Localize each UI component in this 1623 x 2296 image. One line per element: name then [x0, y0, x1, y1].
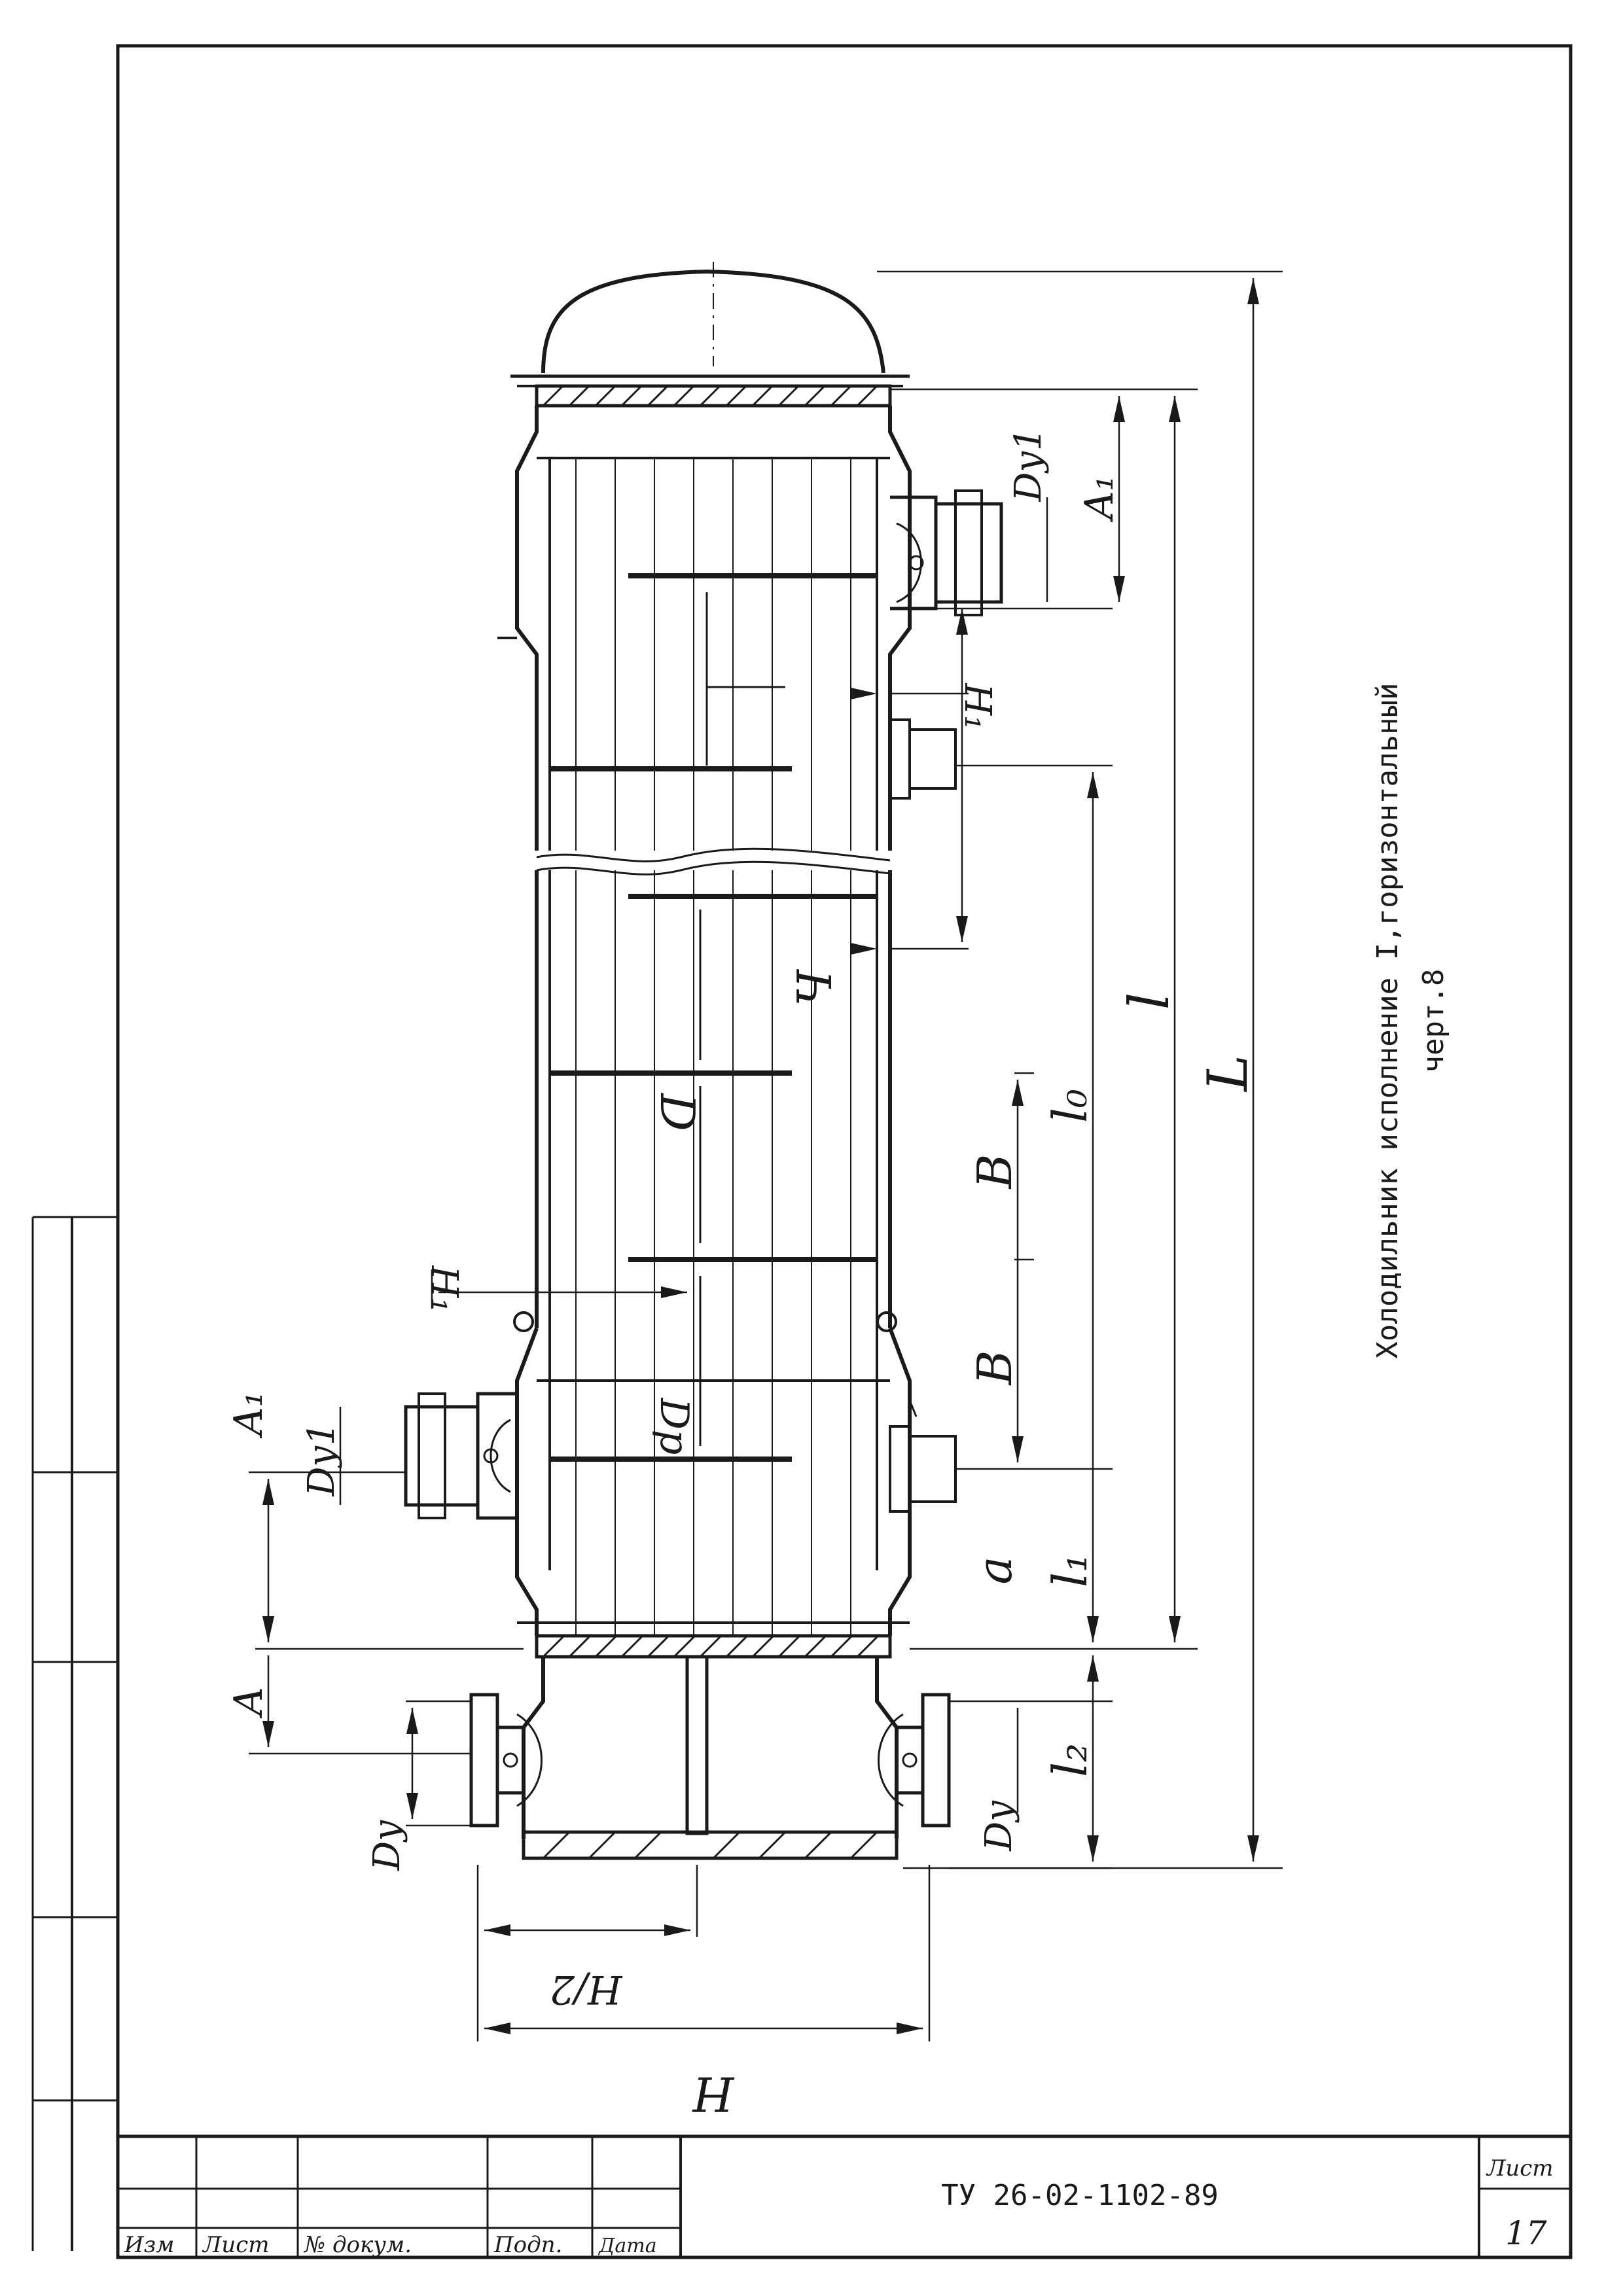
drawing-caption: Холодильник исполнение I,горизонтальный … — [1371, 682, 1450, 1358]
label-D: D — [650, 1092, 705, 1131]
label-L: L — [1196, 1055, 1260, 1093]
dome-cap — [541, 269, 885, 374]
dimension-labels: L l l₀ l₁ l₂ B B a A₁ Dу1 H₁ Ч D Dр H₁ A… — [226, 427, 1260, 2121]
label-Dp: Dр — [651, 1398, 697, 1455]
label-a: a — [967, 1557, 1022, 1585]
dimension-lines — [249, 270, 1283, 2041]
dimension-arrows — [262, 278, 1259, 2034]
label-l0: l₀ — [1043, 1089, 1097, 1123]
sheet-frame — [31, 44, 1573, 2259]
label-H: H — [692, 2066, 735, 2121]
end-flange-bottom — [522, 1830, 899, 1860]
label-Dy1-bottom: Dу1 — [300, 1422, 343, 1496]
label-Dy-left: Dу — [366, 1820, 408, 1871]
label-B-lower: B — [967, 1351, 1022, 1386]
title-col-doc-no: № докум. — [303, 2232, 412, 2258]
document-code: ТУ 26-02-1102-89 — [941, 2179, 1219, 2212]
label-A1-top: A₁ — [1077, 475, 1122, 522]
sheet-label: Лист — [1486, 2155, 1554, 2181]
caption-title: Холодильник исполнение I,горизонтальный — [1371, 682, 1404, 1358]
label-Ch: Ч — [787, 968, 842, 1006]
tube-sheet-bottom — [535, 1634, 892, 1659]
nozzle-dy-right — [878, 1693, 951, 1828]
label-H1-left: H₁ — [423, 1265, 465, 1312]
title-col-sheet: Лист — [202, 2232, 270, 2258]
caption-subtitle: черт.8 — [1417, 969, 1450, 1073]
label-H1-right: H₁ — [956, 682, 999, 730]
tube-sheet-top — [535, 384, 892, 408]
label-l: l — [1117, 993, 1181, 1010]
title-col-date: Дата — [597, 2234, 657, 2257]
nozzle-dy-left — [469, 1693, 543, 1828]
title-block: Изм Лист № докум. Подп. Дата ТУ 26-02-11… — [118, 2134, 1571, 2258]
sheet-number: 17 — [1505, 2214, 1547, 2252]
nozzle-dy1-top — [890, 489, 1003, 616]
label-A: A — [226, 1687, 272, 1718]
cooler-drawing — [404, 262, 1003, 1860]
label-H-half: H/2 — [550, 1966, 623, 2012]
label-Dy1-top: Dу1 — [1007, 427, 1050, 502]
nozzle-dy1-bottom — [404, 1392, 517, 1520]
title-col-sign: Подп. — [493, 2232, 562, 2258]
label-l2: l₂ — [1043, 1743, 1097, 1777]
title-col-change: Изм — [124, 2232, 174, 2258]
label-l1: l₁ — [1043, 1553, 1097, 1587]
label-B-upper: B — [967, 1154, 1022, 1190]
label-Dy-right: Dу — [978, 1800, 1020, 1852]
label-A1-bottom: A₁ — [226, 1391, 272, 1438]
